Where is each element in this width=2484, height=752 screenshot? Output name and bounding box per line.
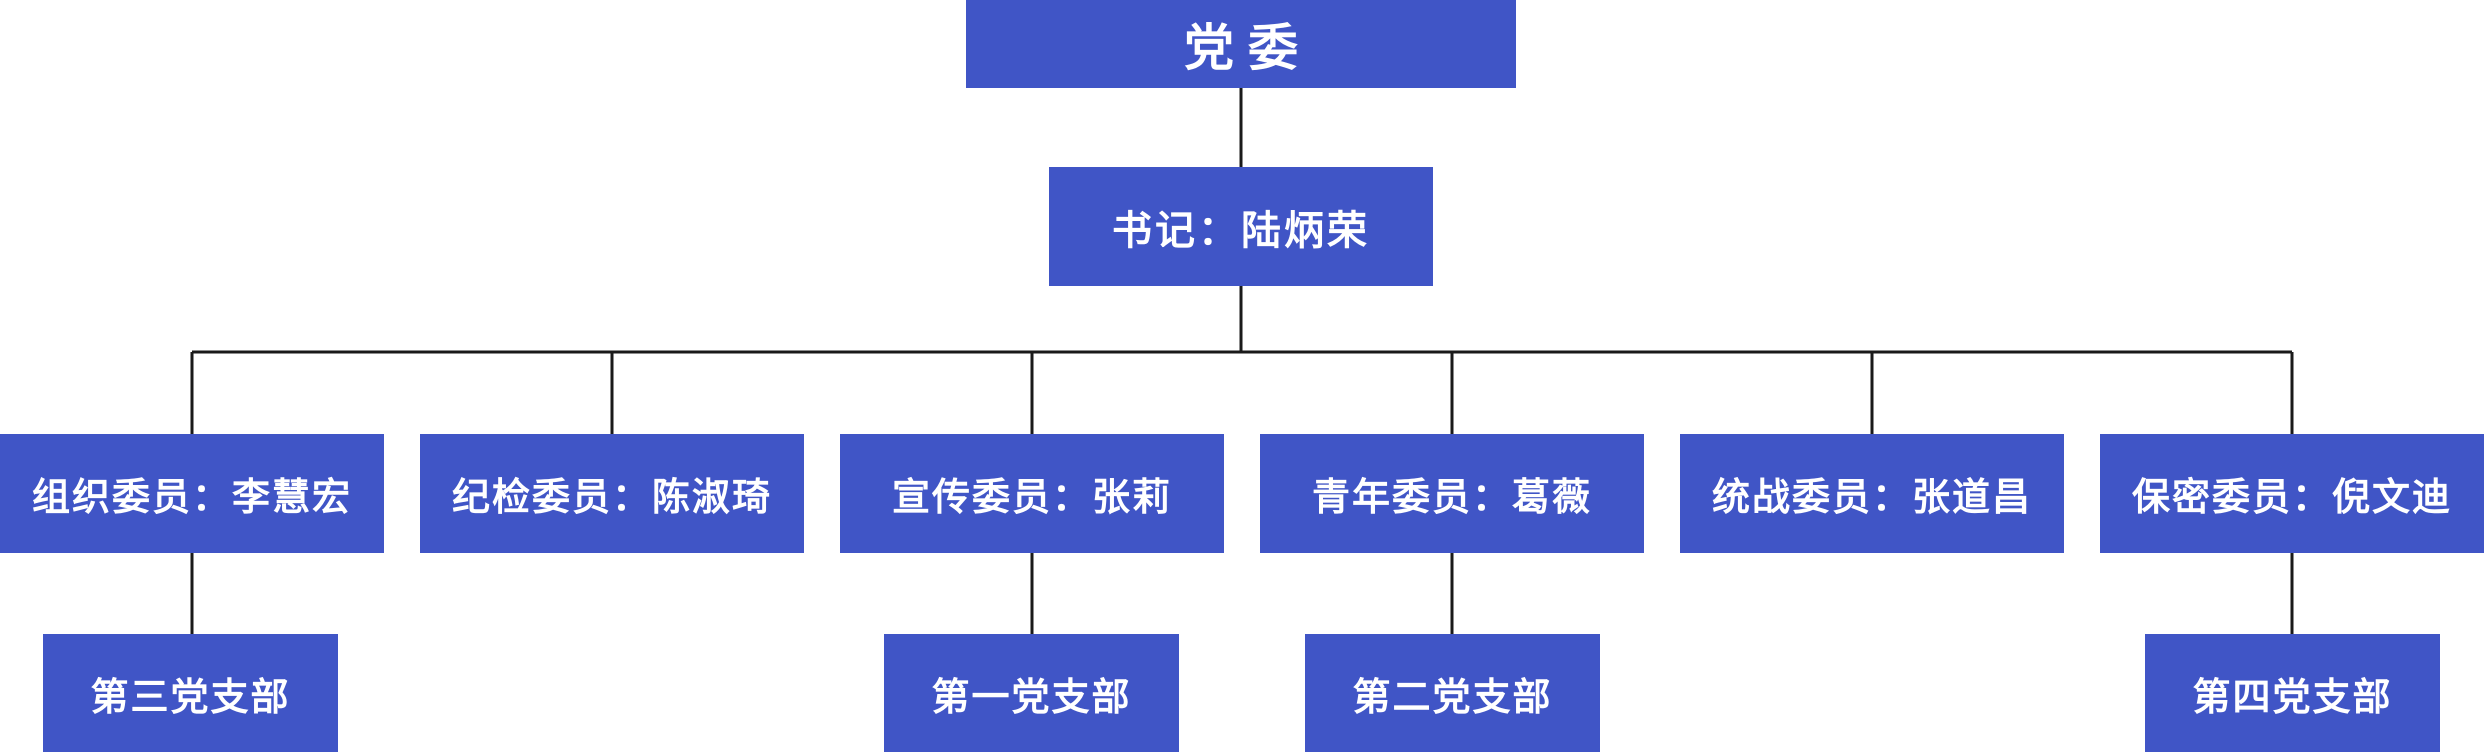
member-node-discipline: 纪检委员：陈淑琦 — [420, 434, 804, 553]
member-node-youth: 青年委员：葛薇 — [1260, 434, 1644, 553]
member-node-organization: 组织委员：李慧宏 — [0, 434, 384, 553]
party-committee-node: 党委 — [966, 0, 1516, 88]
branch-node-third: 第三党支部 — [43, 634, 338, 752]
branch-node-first: 第一党支部 — [884, 634, 1179, 752]
branch-node-fourth: 第四党支部 — [2145, 634, 2440, 752]
member-node-publicity: 宣传委员：张莉 — [840, 434, 1224, 553]
member-node-confidentiality: 保密委员：倪文迪 — [2100, 434, 2484, 553]
branch-node-second: 第二党支部 — [1305, 634, 1600, 752]
member-node-united-front: 统战委员：张道昌 — [1680, 434, 2064, 553]
secretary-node: 书记：陆炳荣 — [1049, 167, 1433, 286]
